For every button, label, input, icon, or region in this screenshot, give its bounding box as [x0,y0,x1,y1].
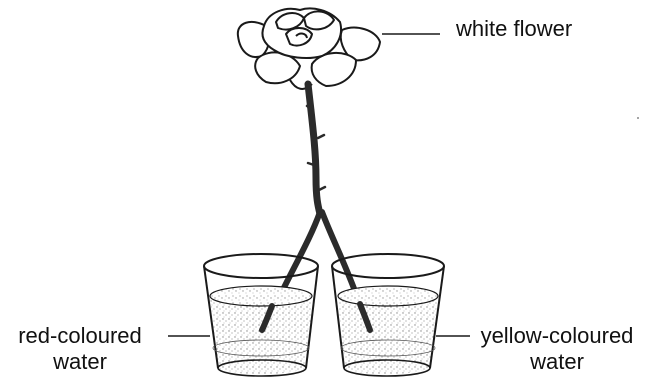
label-red-line-2: water [0,349,160,375]
label-white-flower: white flower [456,16,572,42]
left-beaker [204,254,318,376]
left-water-surface [210,286,312,306]
right-water-surface [338,286,438,306]
label-red-coloured-water: red-coloured water [0,323,160,375]
label-yellow-line-2: water [452,349,662,375]
label-yellow-line-1: yellow-coloured [452,323,662,349]
label-yellow-coloured-water: yellow-coloured water [452,323,662,375]
left-water [210,296,313,374]
white-flower [238,9,380,89]
speck [637,117,639,119]
label-red-line-1: red-coloured [0,323,160,349]
